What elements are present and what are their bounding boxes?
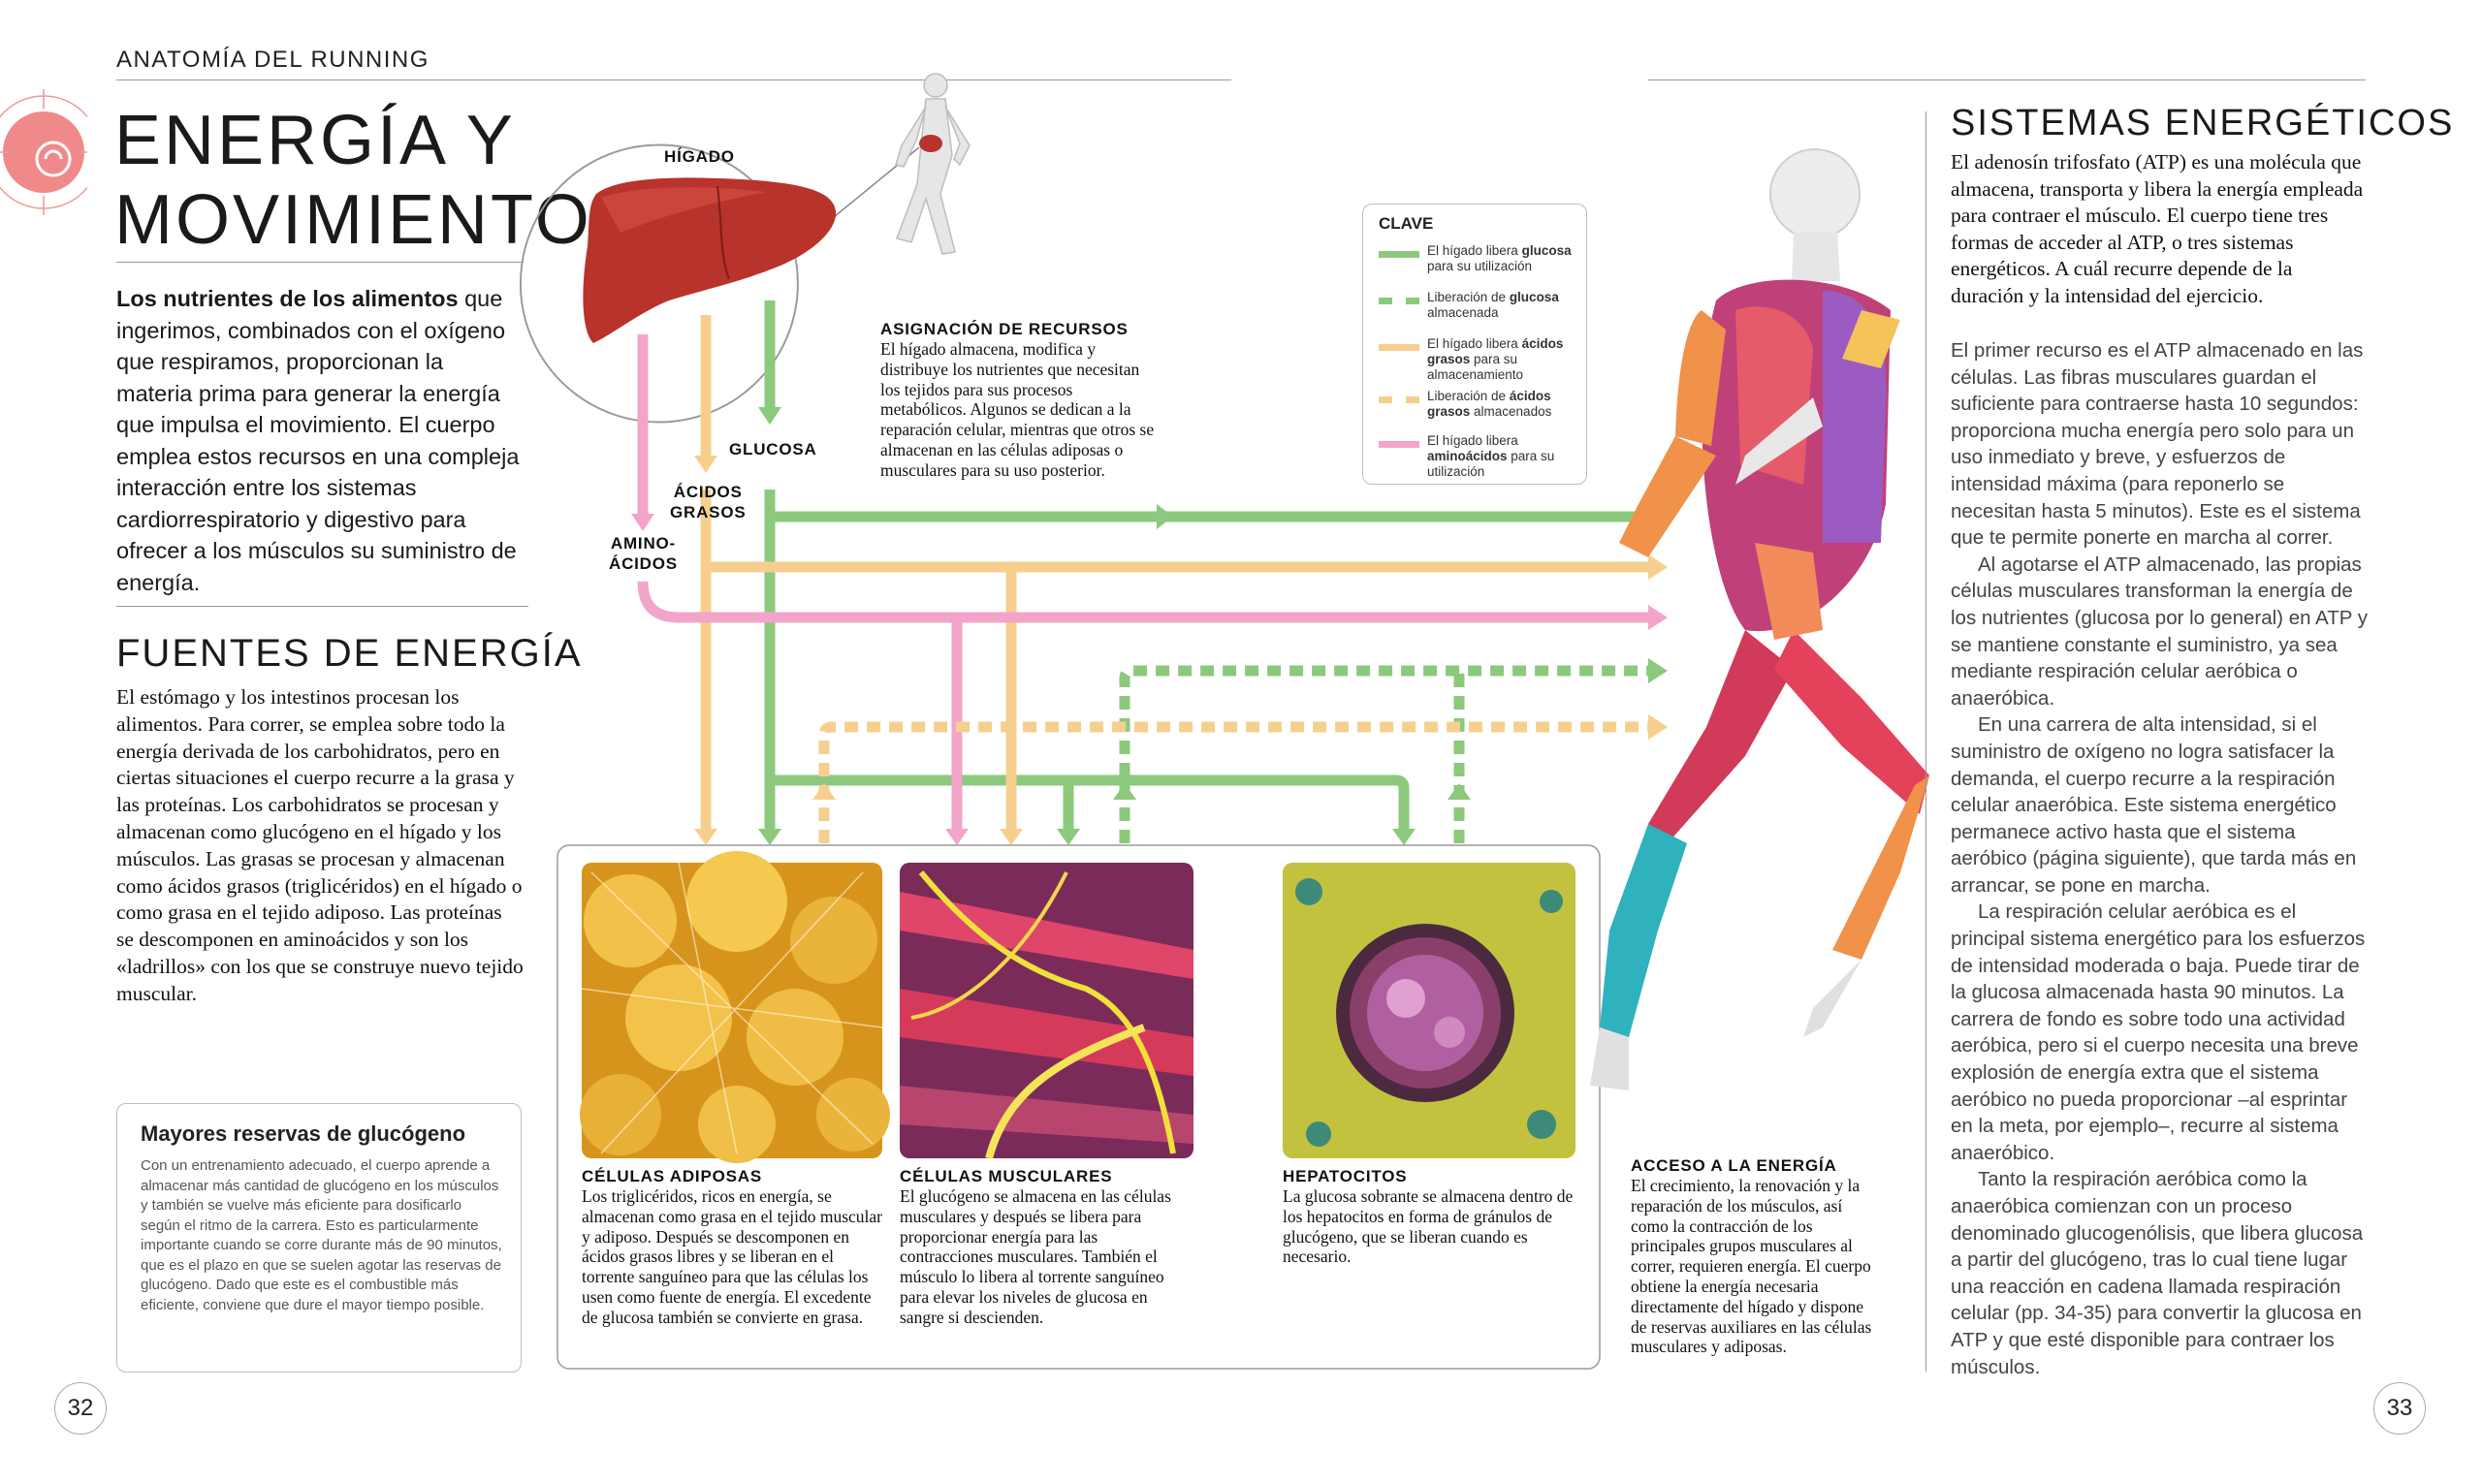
- legend-swatch: [1379, 396, 1419, 403]
- systems-p1: El primer recurso es el ATP almacenado e…: [1951, 339, 2364, 550]
- allocation-title: ASIGNACIÓN DE RECURSOS: [880, 320, 1129, 338]
- systems-p5: Tanto la respiración aeróbica como la an…: [1951, 1168, 2364, 1378]
- legend-item: Liberación de ácidos grasos almacenados: [1379, 389, 1582, 424]
- systems-lead: El adenosín trifosfato (ATP) es una molé…: [1951, 150, 2364, 307]
- access-text: El crecimiento, la renovación y la repar…: [1631, 1176, 1872, 1357]
- liver-icon: [583, 177, 837, 343]
- small-runner-icon: [895, 73, 971, 255]
- legend-swatch: [1379, 441, 1419, 448]
- amino-acids-label-1: AMINO-: [610, 534, 677, 553]
- adipose-cells-image: [580, 851, 890, 1163]
- stored-glucose-dashed: [1119, 665, 1648, 843]
- legend-item: El hígado libera glucosa para su utiliza…: [1379, 243, 1582, 282]
- intro-text: que ingerimos, combinados con el oxígeno…: [116, 286, 520, 595]
- amino-acids-label: AMINO- ÁCIDOS: [609, 533, 678, 574]
- glycogen-box-title: Mayores reservas de glucógeno: [141, 1121, 466, 1146]
- cell-text-muscle: El glucógeno se almacena en las células …: [900, 1186, 1171, 1327]
- legend-swatch: [1379, 251, 1419, 258]
- chapter-tab-graphic: [0, 89, 87, 215]
- legend-item-text: El hígado libera aminoácidos para su uti…: [1427, 433, 1555, 479]
- right-column-rule: [1925, 111, 1926, 1372]
- top-rule-left: [116, 79, 1231, 80]
- glucose-main-line: [764, 489, 1648, 834]
- legend-box: CLAVE El hígado libera glucosa para su u…: [1362, 204, 1587, 485]
- liver-circle: [519, 143, 799, 424]
- legend-item-text: Liberación de glucosa almacenada: [1427, 290, 1559, 320]
- cell-text-hepatocyte: La glucosa sobrante se almacena dentro d…: [1283, 1186, 1574, 1267]
- stored-fatty-dashed: [818, 721, 1648, 843]
- intro-paragraph: Los nutrientes de los alimentos que inge…: [116, 283, 524, 598]
- cell-title-hepatocyte: HEPATOCITOS: [1283, 1167, 1408, 1185]
- fatty-acids-label-1: ÁCIDOS: [673, 483, 743, 501]
- legend-swatch: [1379, 298, 1419, 304]
- running-head: ANATOMÍA DEL RUNNING: [116, 47, 430, 73]
- legend-item-text: El hígado libera glucosa para su utiliza…: [1427, 243, 1572, 273]
- glucose-label: GLUCOSA: [729, 440, 817, 458]
- legend-item: Liberación de glucosa almacenada: [1379, 290, 1582, 329]
- legend-item: El hígado libera aminoácidos para su uti…: [1379, 433, 1582, 479]
- legend-title: CLAVE: [1379, 214, 1434, 233]
- anatomy-runner-figure: [1590, 148, 1929, 1090]
- fatty-main-line: [700, 489, 1648, 834]
- cells-panel: [557, 844, 1601, 1370]
- page-number-right: 33: [2373, 1382, 2426, 1435]
- allocation-text: El hígado almacena, modifica y distribuy…: [880, 339, 1155, 480]
- top-rule-right: [1648, 79, 2366, 80]
- cell-title-muscle: CÉLULAS MUSCULARES: [900, 1167, 1113, 1185]
- systems-p4: La respiración celular aeróbica es el pr…: [1951, 900, 2366, 1164]
- legend-item-text: El hígado libera ácidos grasos para su a…: [1427, 336, 1564, 382]
- title-line-2: MOVIMIENTO: [114, 181, 592, 259]
- legend-item: El hígado libera ácidos grasos para su a…: [1379, 336, 1582, 385]
- legend-swatch: [1379, 344, 1419, 351]
- systems-p2: Al agotarse el ATP almacenado, las propi…: [1951, 553, 2368, 710]
- systems-p3: En una carrera de alta intensidad, si el…: [1951, 713, 2357, 897]
- page-number-left: 32: [54, 1382, 107, 1435]
- systems-body: El primer recurso es el ATP almacenado e…: [1951, 337, 2370, 1380]
- legend-item-text: Liberación de ácidos grasos almacenados: [1427, 389, 1552, 419]
- fatty-acids-label: ÁCIDOS GRASOS: [670, 482, 746, 522]
- cell-text-adipose: Los triglicéridos, ricos en energía, se …: [582, 1186, 883, 1327]
- intro-rule: [116, 606, 528, 607]
- amino-main-line: [637, 581, 1648, 834]
- hepatocyte-image: [1283, 863, 1575, 1158]
- glycogen-box: Mayores reservas de glucógeno Con un ent…: [116, 1103, 522, 1373]
- systems-heading: SISTEMAS ENERGÉTICOS: [1951, 103, 2455, 143]
- sources-text: El estómago y los intestinos procesan lo…: [116, 685, 524, 1005]
- glycogen-box-text: Con un entrenamiento adecuado, el cuerpo…: [141, 1157, 502, 1313]
- access-title: ACCESO A LA ENERGÍA: [1631, 1156, 1837, 1175]
- page-title: ENERGÍA Y MOVIMIENTO: [114, 101, 592, 260]
- title-line-1: ENERGÍA Y: [114, 102, 516, 179]
- liver-label: HÍGADO: [664, 147, 735, 166]
- muscle-cells-image: [900, 863, 1193, 1160]
- title-rule: [116, 262, 524, 263]
- fatty-acids-label-2: GRASOS: [670, 503, 747, 521]
- sources-heading: FUENTES DE ENERGÍA: [116, 632, 583, 675]
- cell-title-adipose: CÉLULAS ADIPOSAS: [582, 1167, 762, 1185]
- amino-acids-label-2: ÁCIDOS: [609, 554, 678, 573]
- intro-bold: Los nutrientes de los alimentos: [116, 286, 459, 311]
